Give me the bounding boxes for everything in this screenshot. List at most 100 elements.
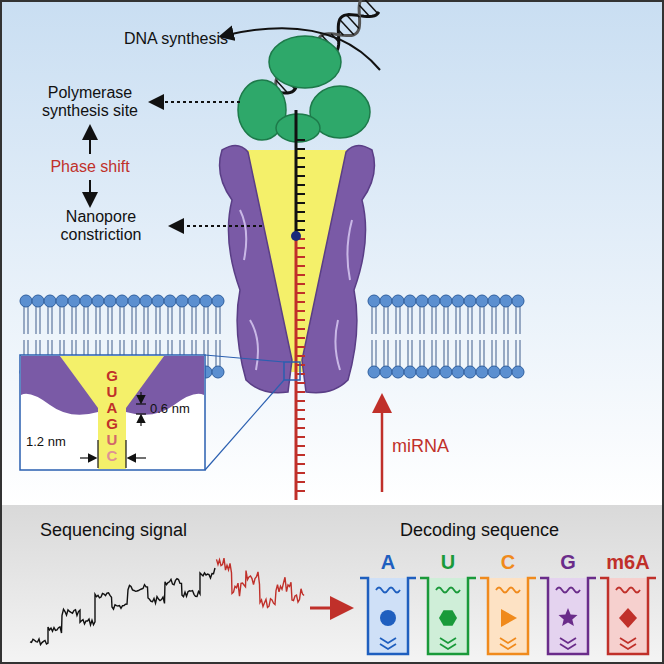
decode-well: U	[420, 550, 476, 658]
base-letter: G	[105, 415, 119, 432]
stroke	[399, 340, 401, 368]
stroke	[479, 305, 481, 334]
stroke	[447, 340, 449, 368]
stroke	[620, 638, 636, 649]
decode-well: G	[540, 550, 596, 658]
stroke	[459, 305, 461, 334]
stroke	[20, 295, 32, 307]
well-fill	[488, 578, 528, 654]
stroke	[376, 588, 400, 593]
stroke	[404, 366, 416, 378]
stroke	[380, 610, 396, 626]
stroke	[296, 247, 305, 249]
stroke	[616, 588, 640, 593]
stroke	[92, 295, 104, 307]
stroke	[464, 366, 476, 378]
stroke	[75, 305, 77, 334]
stroke	[296, 256, 305, 258]
stroke	[207, 305, 209, 334]
stroke	[371, 305, 373, 334]
signal-mirna	[217, 558, 305, 607]
stroke	[296, 481, 305, 483]
stroke	[215, 305, 217, 334]
stroke	[219, 305, 221, 334]
stroke	[296, 337, 305, 339]
stroke	[383, 305, 385, 334]
site-label: Nanopore constriction	[36, 208, 166, 244]
stroke	[488, 295, 500, 307]
stroke	[35, 305, 37, 334]
base-letter: A	[105, 399, 119, 416]
stroke	[107, 305, 109, 334]
stroke	[440, 638, 456, 649]
stroke	[500, 366, 512, 378]
stroke	[515, 305, 517, 334]
stroke	[219, 340, 221, 368]
stroke	[380, 295, 392, 307]
stroke	[419, 305, 421, 334]
stroke	[95, 305, 97, 334]
section-heading: Sequencing signal	[40, 520, 187, 540]
stroke	[140, 295, 152, 307]
stroke	[346, 15, 359, 29]
leader-constriction	[172, 225, 262, 227]
well-fill	[368, 578, 408, 654]
stroke	[368, 295, 380, 307]
dimension: 0.6 nm	[150, 401, 190, 416]
stroke	[371, 340, 373, 368]
stroke	[32, 295, 44, 307]
stroke	[296, 193, 305, 195]
leader-polymerase	[152, 101, 240, 103]
base-heading: U	[420, 550, 476, 574]
stroke	[500, 295, 512, 307]
base-letter: U	[105, 383, 119, 400]
stroke	[507, 340, 509, 368]
decode-arrow	[310, 607, 348, 610]
stroke	[80, 295, 92, 307]
stroke	[515, 340, 517, 368]
stroke	[296, 166, 305, 168]
stroke	[296, 157, 305, 159]
stroke	[423, 305, 425, 334]
stroke	[375, 340, 377, 368]
stroke	[436, 588, 460, 593]
stroke	[363, 0, 378, 14]
signal-dna	[30, 568, 215, 645]
stroke	[191, 305, 193, 334]
well-outline	[600, 578, 656, 654]
base-heading: A	[360, 550, 416, 574]
stroke	[200, 295, 212, 307]
stroke	[195, 305, 197, 334]
stroke	[207, 340, 209, 368]
stroke	[383, 340, 385, 368]
stroke	[27, 305, 29, 334]
stroke	[296, 319, 305, 321]
stroke	[519, 305, 521, 334]
mirna-arrow	[381, 398, 384, 492]
stroke	[416, 295, 428, 307]
stroke	[512, 295, 524, 307]
zoom-box	[284, 362, 300, 380]
stroke	[215, 340, 217, 368]
stroke	[59, 305, 61, 334]
stroke	[464, 295, 476, 307]
well-outline	[360, 578, 416, 654]
stroke	[164, 295, 176, 307]
stroke	[155, 305, 157, 334]
well-shape	[420, 574, 476, 658]
stroke	[559, 608, 578, 626]
stroke	[387, 305, 389, 334]
stroke	[419, 340, 421, 368]
stroke	[296, 229, 305, 231]
stroke	[380, 366, 392, 378]
stroke	[296, 211, 305, 213]
stroke	[183, 305, 185, 334]
well-shape	[600, 574, 656, 658]
stroke	[128, 295, 140, 307]
stroke	[296, 400, 305, 402]
stroke	[503, 305, 505, 334]
stroke	[39, 305, 41, 334]
stroke	[296, 175, 305, 177]
stroke	[392, 295, 404, 307]
stroke	[443, 340, 445, 368]
